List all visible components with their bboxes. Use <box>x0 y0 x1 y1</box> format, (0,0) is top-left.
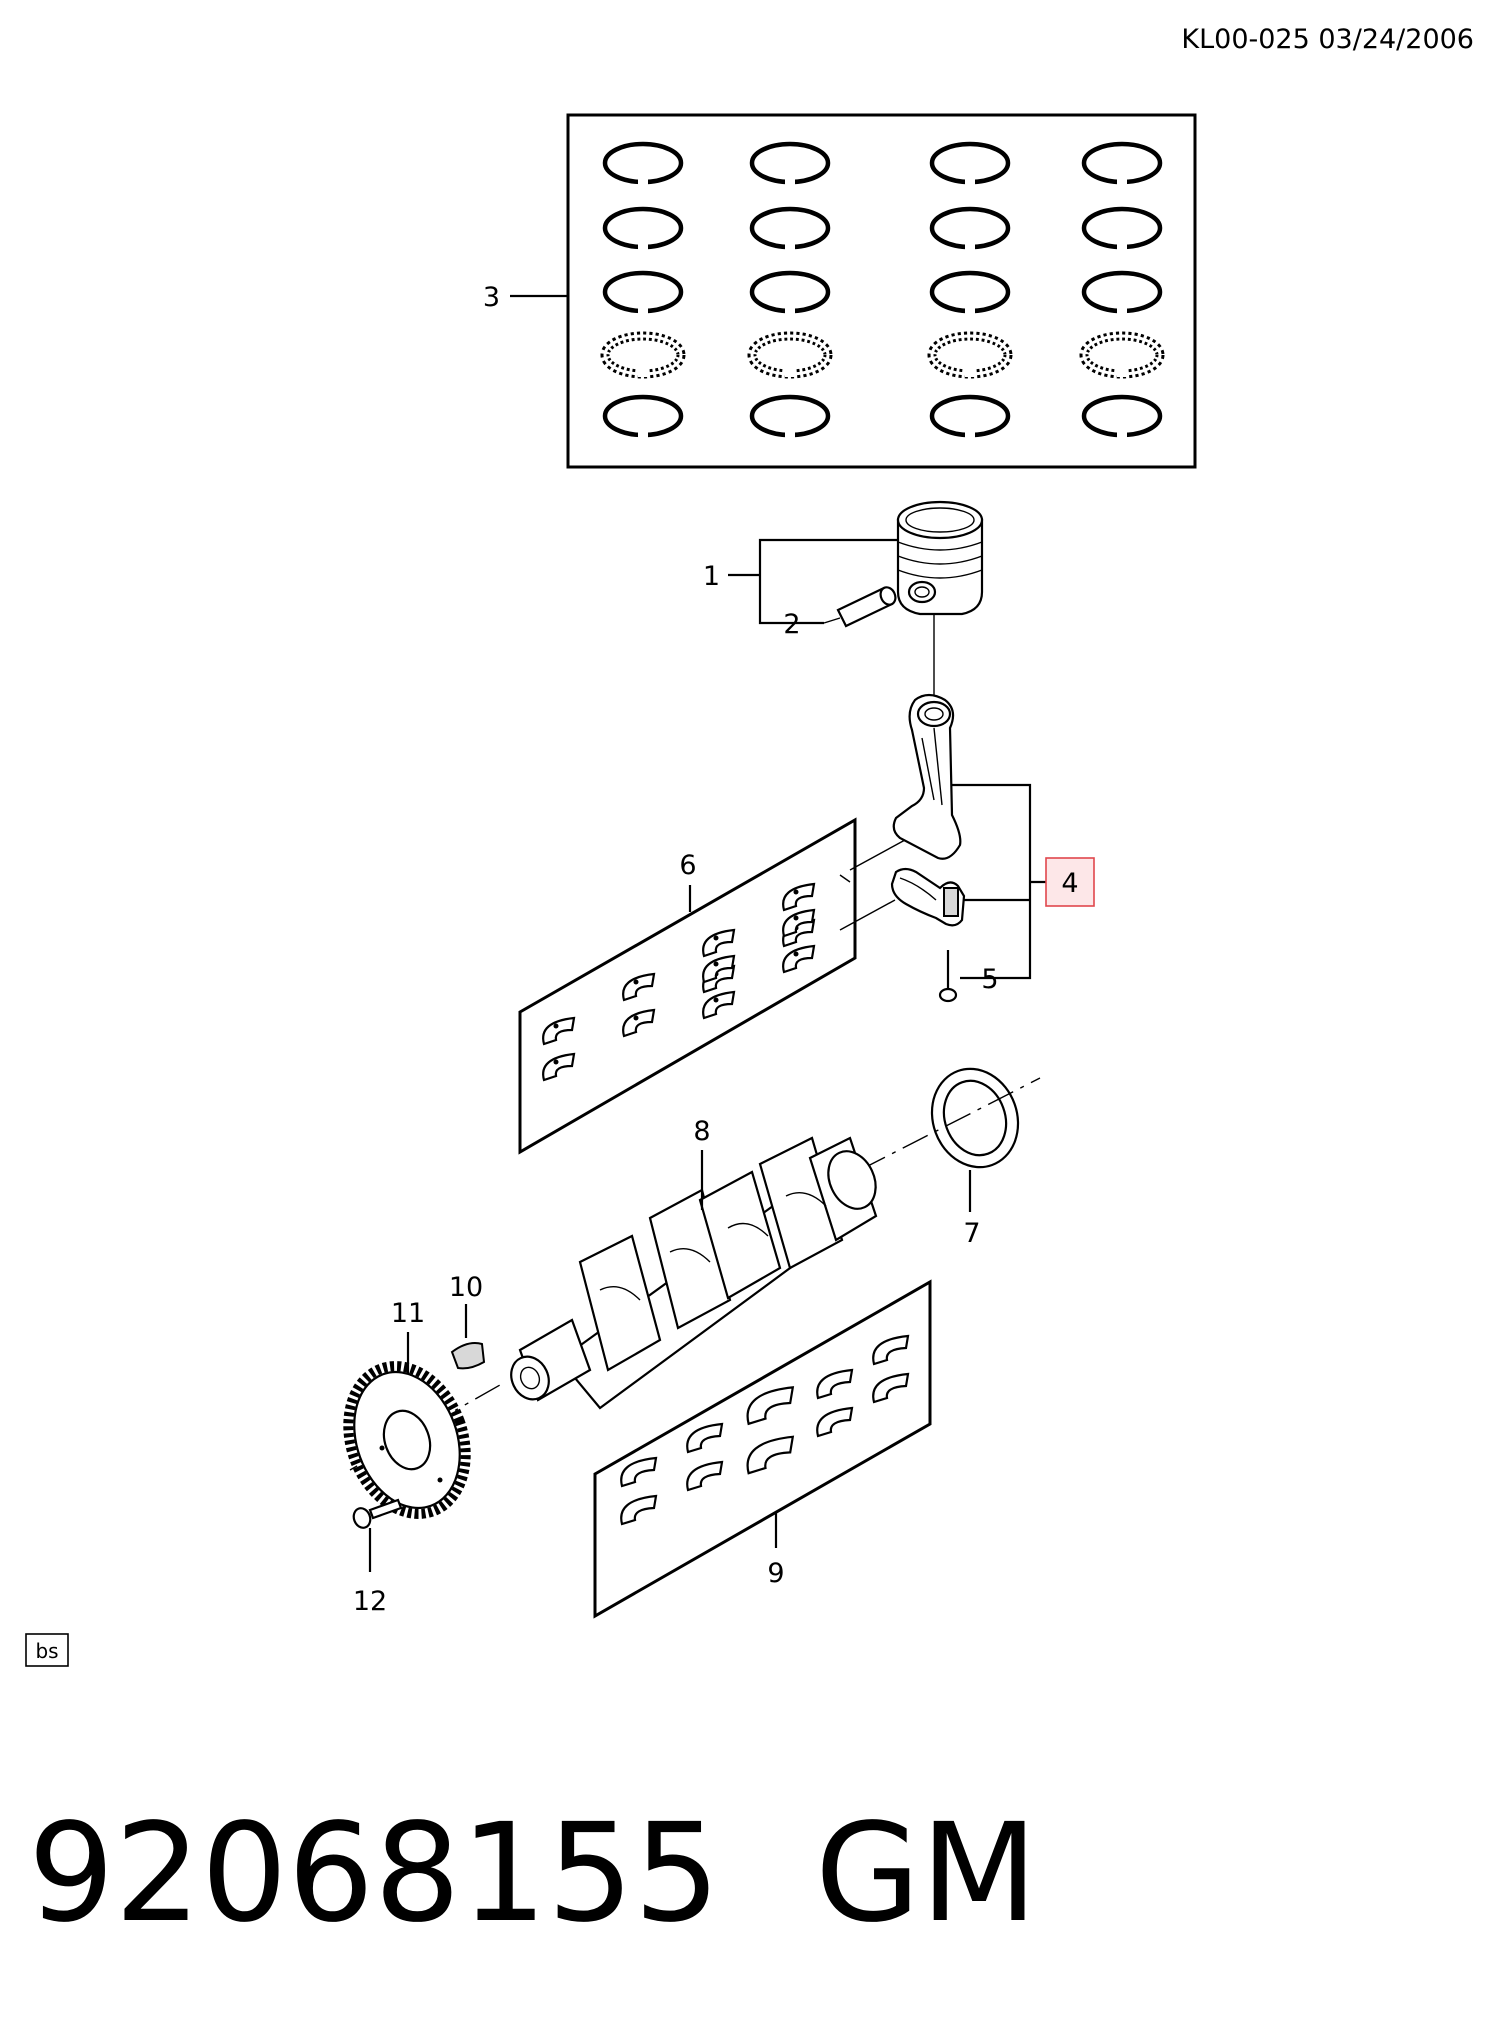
rod-cap-icon[interactable] <box>890 867 966 927</box>
piston-ring-icon <box>749 141 831 185</box>
piston-ring-icon <box>929 270 1011 314</box>
main-bearing-set-icon[interactable] <box>593 1279 932 1619</box>
callout-7[interactable]: 7 <box>963 1218 980 1249</box>
piston-ring-set-icon[interactable] <box>566 113 1197 469</box>
callout-2[interactable]: 2 <box>783 609 800 640</box>
piston-ring-icon <box>1081 270 1163 314</box>
woodruff-key-icon[interactable] <box>450 1342 486 1370</box>
piston-ring-icon <box>600 331 686 379</box>
piston-ring-icon <box>747 331 833 379</box>
piston-ring-icon <box>602 141 684 185</box>
connecting-rod-icon[interactable] <box>892 693 962 860</box>
bearing-shell-icon <box>782 882 816 948</box>
callout-6[interactable]: 6 <box>679 850 696 881</box>
main-bearing-shell-icon <box>816 1368 854 1438</box>
piston-ring-icon <box>1079 331 1165 379</box>
rod-bolt-icon[interactable] <box>938 950 958 1003</box>
bearing-shell-icon <box>542 1016 576 1082</box>
piston-ring-icon <box>927 331 1013 379</box>
main-bearing-shell-icon <box>746 1386 795 1475</box>
main-bearing-shell-icon <box>872 1334 910 1404</box>
bracket-4 <box>952 783 1032 980</box>
piston-ring-icon <box>1081 206 1163 250</box>
main-bearing-shell-icon <box>620 1456 658 1526</box>
bearing-shell-icon <box>702 954 736 1020</box>
bs-tag: bs <box>35 1639 58 1663</box>
guide-line-c <box>839 899 896 931</box>
piston-ring-icon <box>1081 141 1163 185</box>
bearing-shell-icon <box>782 908 816 974</box>
brand-name: GM <box>815 1795 1038 1953</box>
piston-ring-icon <box>749 394 831 438</box>
piston-ring-icon <box>749 206 831 250</box>
piston-ring-icon <box>1081 394 1163 438</box>
part-number: 92068155 <box>28 1795 720 1953</box>
callout-4-highlight <box>1045 857 1095 907</box>
piston-icon[interactable] <box>896 500 984 616</box>
guide-line-a <box>839 874 851 883</box>
rear-oil-seal-icon[interactable] <box>918 1057 1031 1180</box>
callout-1[interactable]: 1 <box>703 561 720 592</box>
callout-10[interactable]: 10 <box>449 1272 483 1303</box>
rod-bearing-set-icon[interactable] <box>518 817 857 1155</box>
piston-ring-icon <box>929 141 1011 185</box>
crank-gear-icon[interactable] <box>328 1349 485 1530</box>
callout-4[interactable]: 4 <box>1061 868 1078 899</box>
crank-axis-upper <box>859 1077 1041 1171</box>
main-bearing-shell-icon <box>686 1422 724 1492</box>
callout-11[interactable]: 11 <box>391 1298 425 1329</box>
piston-ring-icon <box>929 394 1011 438</box>
leader-2 <box>823 617 841 624</box>
piston-ring-icon <box>602 394 684 438</box>
callout-12[interactable]: 12 <box>353 1586 387 1617</box>
crankshaft-icon[interactable] <box>504 1136 884 1410</box>
piston-ring-icon <box>602 206 684 250</box>
callout-8[interactable]: 8 <box>693 1116 710 1147</box>
piston-ring-icon <box>602 270 684 314</box>
piston-ring-icon <box>929 206 1011 250</box>
callout-5[interactable]: 5 <box>981 964 998 995</box>
bearing-shell-icon <box>622 972 656 1038</box>
piston-pin-icon[interactable] <box>836 585 898 628</box>
bs-tag-box <box>25 1633 69 1667</box>
gear-bolt-icon[interactable] <box>351 1498 403 1530</box>
callout-3[interactable]: 3 <box>483 282 500 313</box>
guide-line-b <box>849 839 906 871</box>
piston-ring-icon <box>749 270 831 314</box>
document-id-date: KL00-025 03/24/2006 <box>1181 24 1474 55</box>
leader-1-2 <box>758 538 898 625</box>
callout-9[interactable]: 9 <box>767 1558 784 1589</box>
